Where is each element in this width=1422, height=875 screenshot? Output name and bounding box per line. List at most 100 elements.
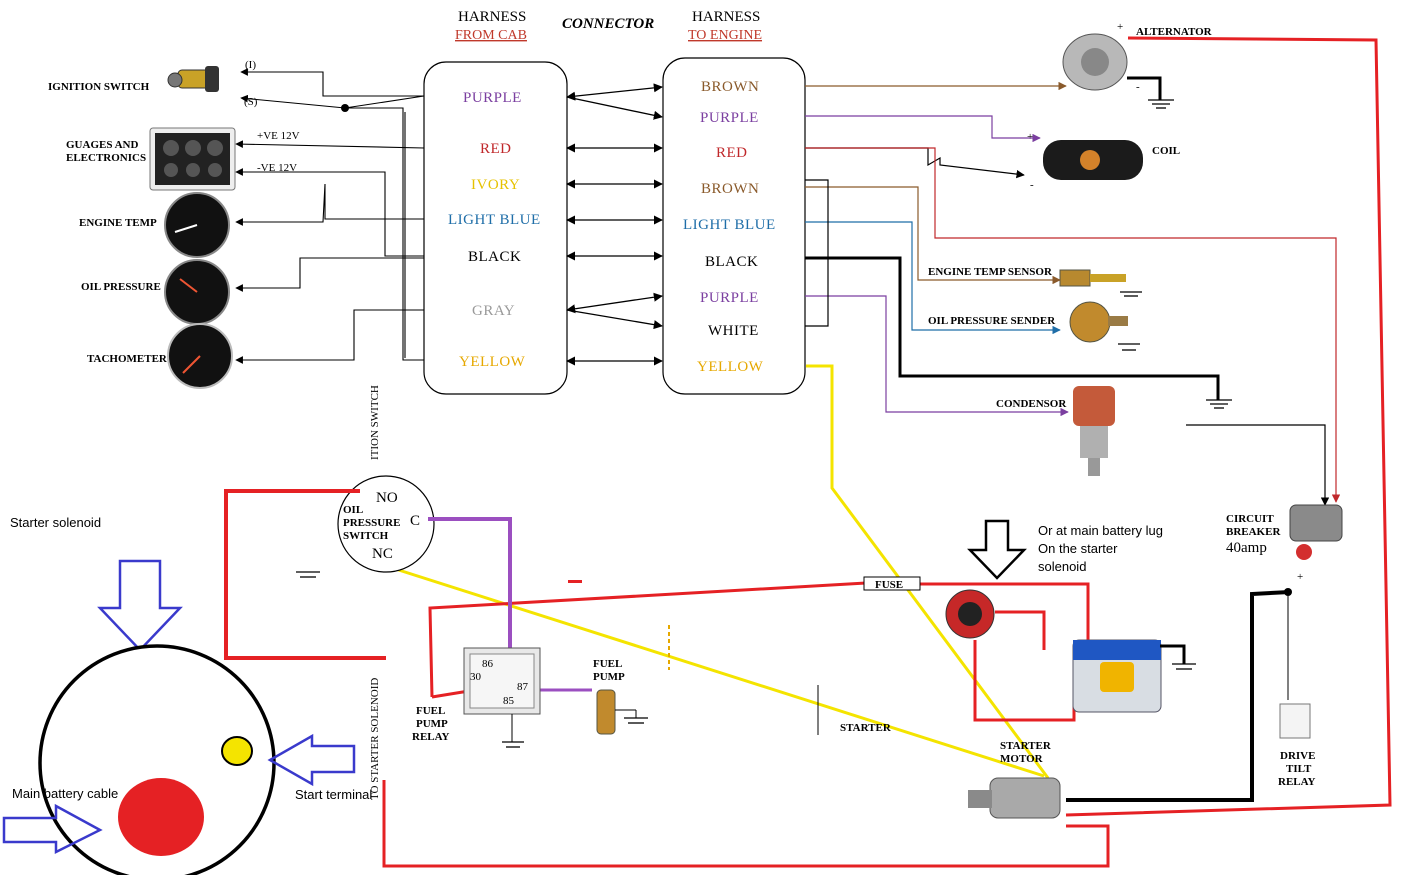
fuel-pump-icon [596,689,637,735]
battery-icon [1072,639,1162,713]
fuel-pump-label-1: FUEL [593,658,622,670]
engine-wire-red: RED [716,145,748,161]
down-arrow-icon [967,519,1027,580]
oil-pressure-switch [337,475,435,573]
switch-no: NO [376,490,398,506]
fuse-label: FUSE [875,579,903,591]
engine-wire-brown-1: BROWN [701,79,759,95]
coil-plus: + [1027,131,1033,143]
fuel-pump-label-2: PUMP [593,671,625,683]
engine-wire-purple-1: PURPLE [700,110,759,126]
battery-switch-icon [945,589,995,639]
tachometer-label: TACHOMETER [87,353,168,365]
cab-harness-box [423,61,568,395]
breaker-plus: + [1297,571,1303,583]
ignition-switch-icon [167,66,219,92]
gauge-panel-icon [149,127,236,191]
relay-pin-85: 85 [503,695,515,707]
relay-label-1: FUEL [416,705,445,717]
tachometer-icon [167,323,233,389]
battery-ground-wire [1160,644,1186,664]
alternator-plus: + [1117,21,1123,33]
oil-pressure-gauge-icon [164,259,230,325]
fuel-pump-relay-icon [463,647,541,715]
black-ground-wire [805,256,1220,400]
solenoid-down-arrow-icon [97,559,183,652]
switch-c: C [410,513,420,529]
ignition-s-label: (S) [244,96,258,108]
alternator-ground-wire [1127,76,1162,100]
fuse-box [863,576,921,591]
relay-pin-87: 87 [517,681,529,693]
ignition-switch-label: IGNITION SWITCH [48,81,150,93]
breaker-label-1: CIRCUIT [1226,513,1274,525]
alternator-label: ALTERNATOR [1136,26,1213,38]
main-battery-cable-label: Main battery cable [12,786,118,801]
engine-wire-purple-2: PURPLE [700,290,759,306]
fuse-to-battery-wire [920,582,1090,640]
gauges-label-1: GUAGES AND [66,139,138,151]
vertical-ignition-label: ITION SWITCH [369,385,381,460]
switch-label-1: OIL [343,504,363,516]
main-battery-arrow-icon [2,803,103,855]
breaker-rating: 40amp [1226,540,1267,556]
switch-label-3: SWITCH [343,530,389,542]
starter-breaker-wire [1066,590,1291,802]
relay-pin-30: 30 [470,671,482,683]
engine-wire-light-blue: LIGHT BLUE [683,217,776,233]
cab-wire-light-blue: LIGHT BLUE [448,212,541,228]
main-battery-terminal [118,778,204,856]
cab-wire-red: RED [480,141,512,157]
distributor-icon [1073,386,1115,476]
alternator-red-wire [1065,36,1392,817]
engine-harness-subtitle: TO ENGINE [688,28,762,43]
engine-temp-sensor-label: ENGINE TEMP SENSOR [928,266,1053,278]
master-switch-wire [995,610,1046,650]
cab-wire-purple: PURPLE [463,90,522,106]
cab-wiring [235,68,425,364]
start-terminal-arrow-icon [267,733,356,787]
engine-wiring [805,81,1341,506]
breaker-label-2: BREAKER [1226,526,1281,538]
relay-label-3: RELAY [412,731,450,743]
coil-minus: - [1030,179,1034,191]
starter-motor-icon [968,777,1061,819]
drive-tilt-label-2: TILT [1286,763,1312,775]
oil-pressure-sender-label: OIL PRESSURE SENDER [928,315,1056,327]
battery-lug-note-2: On the starter [1038,541,1118,556]
coil-label: COIL [1152,145,1180,157]
ve-positive-label: +VE 12V [257,130,300,142]
ignition-i-label: (I) [245,59,256,71]
temp-sensor-icon [1059,269,1126,287]
relay-pin-86: 86 [482,658,494,670]
battery-lug-note-3: solenoid [1038,559,1086,574]
engine-wire-yellow: YELLOW [697,359,764,375]
cab-wire-black: BLACK [468,249,521,265]
oil-sender-icon [1069,301,1128,343]
switch-nc: NC [372,546,393,562]
cab-wire-gray: GRAY [472,303,515,319]
starter-solenoid-title: Starter solenoid [10,515,101,530]
junction-dot [341,104,349,112]
relay-red-wire [428,581,867,698]
switch-c-purple-wire [428,517,512,666]
condensor-label: CONDENSOR [996,398,1067,410]
drive-tilt-relay-icon [1279,703,1311,739]
relay-label-2: PUMP [416,718,448,730]
solenoid-red-wire [382,780,1110,868]
start-terminal-dot [221,736,253,766]
circuit-breaker-icon [1289,504,1343,560]
cab-wire-yellow: YELLOW [459,354,526,370]
connector-arrows [566,83,663,366]
drive-tilt-label-3: RELAY [1278,776,1316,788]
coil-icon [1043,140,1143,180]
switch-battery-wire [973,640,1076,722]
starter-motor-label-1: STARTER [1000,740,1052,752]
engine-harness-title: HARNESS [692,9,760,25]
drive-tilt-label-1: DRIVE [1280,750,1315,762]
engine-wire-black: BLACK [705,254,758,270]
engine-wire-brown-2: BROWN [701,181,759,197]
gauges-label-2: ELECTRONICS [66,152,146,164]
cab-harness-subtitle: FROM CAB [455,28,527,43]
